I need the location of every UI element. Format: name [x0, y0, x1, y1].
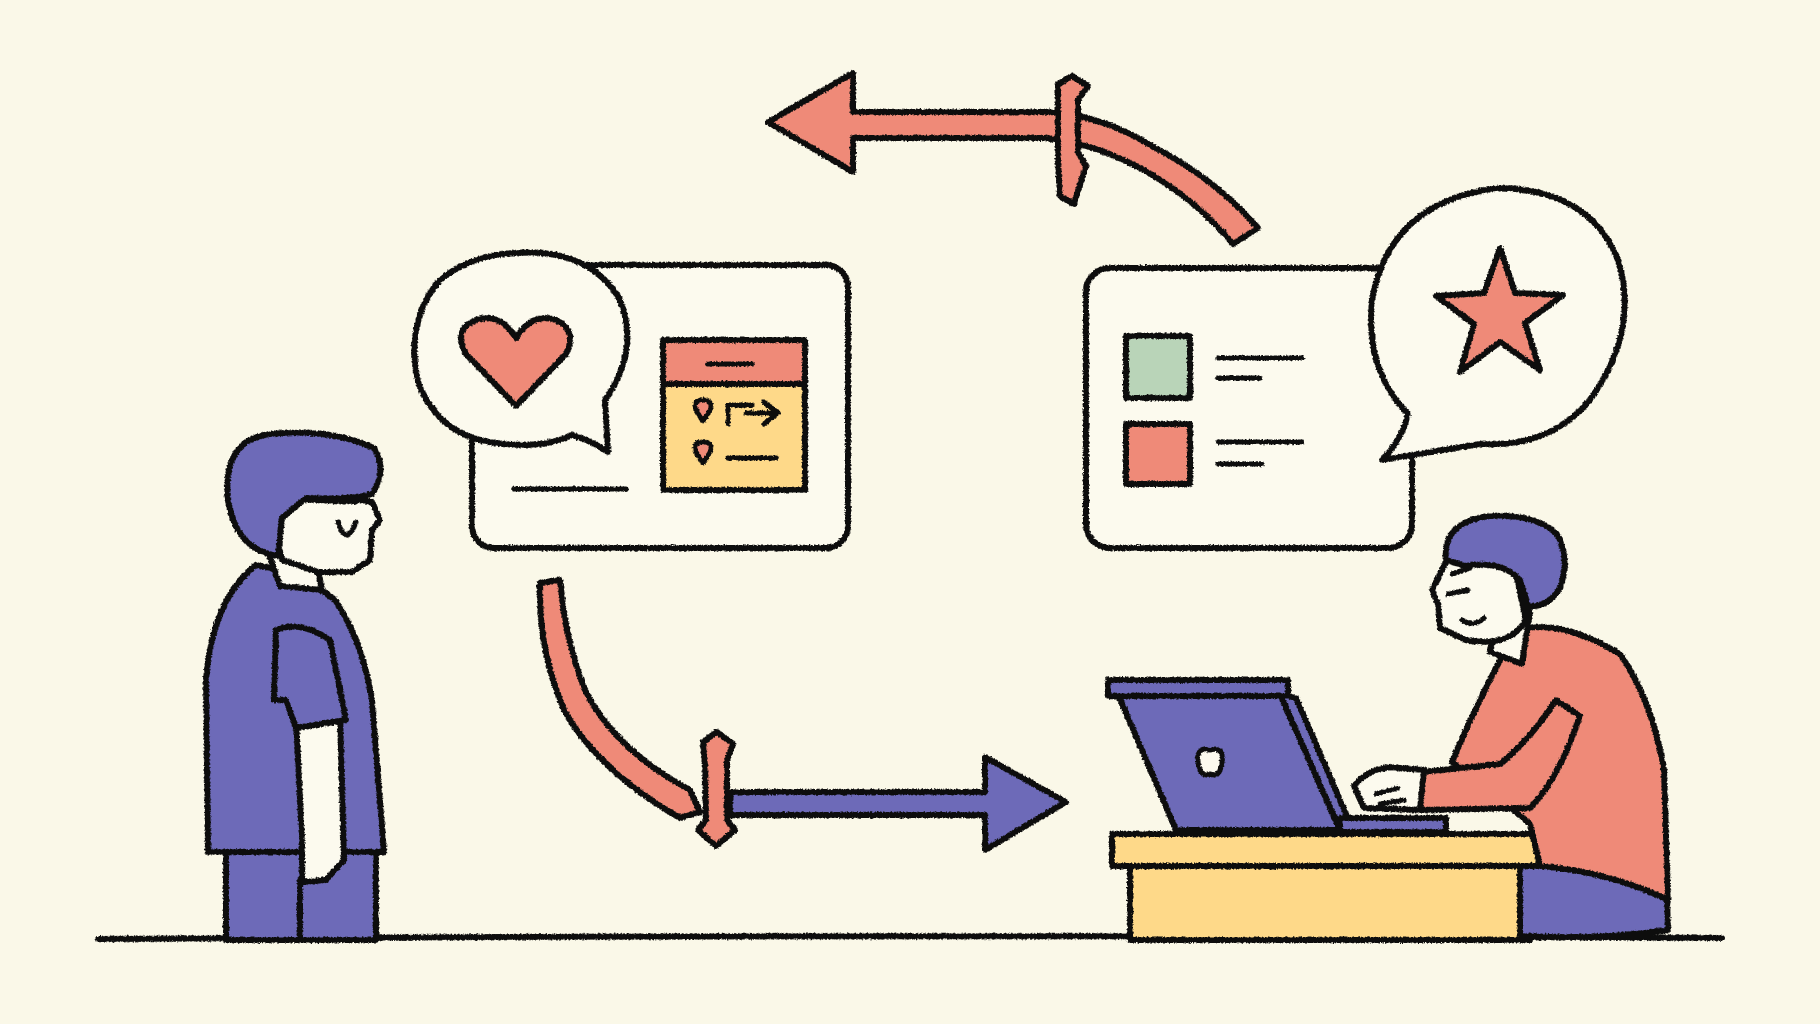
heart-bubble — [411, 249, 631, 455]
right-card — [1083, 265, 1415, 551]
bottom-arrow-icon — [536, 577, 1069, 853]
seated-person — [1351, 512, 1671, 941]
top-arrow-icon — [765, 70, 1261, 247]
star-bubble — [1368, 185, 1628, 463]
heart-icon — [457, 315, 574, 409]
star-icon — [1433, 245, 1566, 375]
laptop — [1105, 677, 1449, 835]
left-card — [469, 262, 851, 551]
laptop-logo-icon — [1195, 746, 1225, 778]
standing-person — [203, 429, 387, 943]
mini-window-icon — [660, 337, 808, 493]
desk — [1109, 831, 1547, 943]
